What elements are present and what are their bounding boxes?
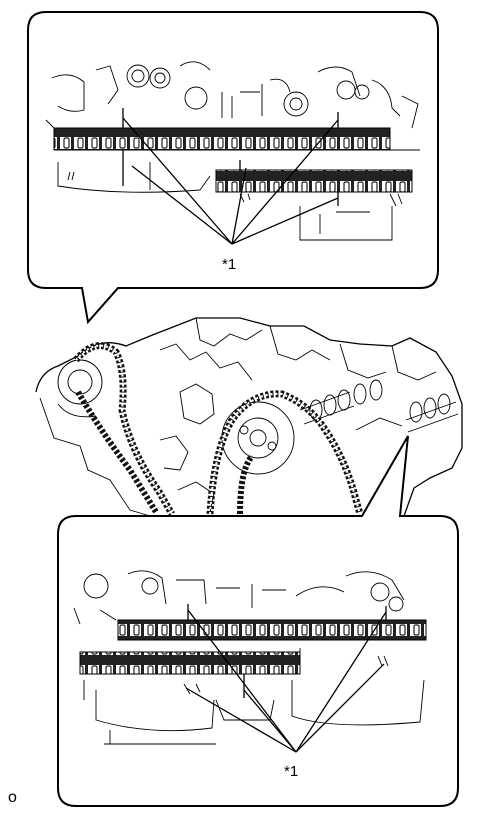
bottom-callout: *1 (57, 435, 459, 807)
left-timing-chain (73, 342, 176, 516)
top-callout-bubble (27, 11, 439, 325)
corner-mark: o (8, 789, 17, 806)
top-chain-lower (215, 169, 413, 193)
top-chain-upper (53, 127, 391, 151)
top-callout: *1 (27, 11, 439, 325)
top-callout-label: *1 (222, 256, 236, 273)
bottom-callout-label: *1 (284, 763, 298, 780)
top-engine-sketch (45, 61, 420, 241)
bottom-engine-sketch (73, 570, 425, 745)
engine-illustration (35, 317, 463, 517)
bottom-chain-lower (79, 651, 301, 675)
bottom-leader-lines (185, 609, 387, 753)
top-leader-lines (122, 117, 339, 245)
bottom-chain-upper (117, 619, 427, 641)
